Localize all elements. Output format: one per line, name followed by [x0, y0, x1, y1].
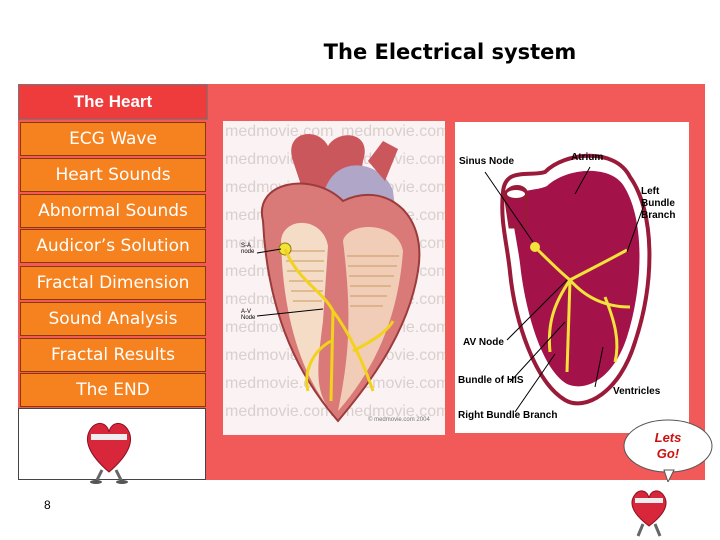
watermark: medmovie.com [225, 403, 334, 420]
heart-illustration-svg [256, 134, 421, 423]
atrium-label: Atrium [571, 152, 604, 163]
av-node-label: AV Node [463, 337, 504, 348]
image-credit: © medmovie.com 2004 [368, 417, 430, 423]
watermark: medmovie.com [341, 403, 445, 420]
heart-cross-section-image: medmovie.com medmovie.com medmovie.com m… [223, 121, 445, 435]
bubble-line-1: Lets [654, 430, 682, 445]
ventricles-label: Ventricles [613, 386, 661, 397]
sinus-node-label: Sinus Node [459, 156, 515, 167]
nav-item-the-end[interactable]: The END [20, 373, 206, 407]
heart-mascot-icon [86, 423, 132, 484]
right-bundle-branch-label: Right Bundle Branch [458, 410, 558, 421]
lets-go-text: Lets Go! [640, 430, 696, 462]
nav-item-sound-analysis[interactable]: Sound Analysis [20, 302, 206, 336]
page-number: 8 [44, 498, 51, 512]
nav-item-the-heart[interactable]: The Heart [18, 84, 208, 120]
bundle-of-his-label: Bundle of HIS [458, 375, 524, 386]
nav-item-heart-sounds[interactable]: Heart Sounds [20, 158, 206, 192]
speech-bubble [623, 419, 713, 482]
bubble-line-2: Go! [656, 446, 680, 461]
slide-title: The Electrical system [323, 40, 577, 64]
nav-item-ecg-wave[interactable]: ECG Wave [20, 122, 206, 156]
left-bundle-branch-label: Left Bundle Branch [641, 186, 676, 221]
nav-item-audicor-solution[interactable]: Audicor’s Solution [20, 229, 206, 263]
nav-item-fractal-results[interactable]: Fractal Results [20, 338, 206, 372]
conduction-diagram-image: Sinus Node Atrium Left Bundle Branch AV … [455, 122, 689, 433]
av-node-label: A-V Node [241, 309, 256, 321]
watermark: medmovie.com [341, 123, 445, 140]
heart-mascot-runner-icon[interactable] [625, 484, 673, 538]
conduction-diagram-svg [484, 153, 652, 413]
sa-node-label: S-A node [241, 243, 255, 255]
nav-item-fractal-dimension[interactable]: Fractal Dimension [20, 266, 206, 300]
nav-item-abnormal-sounds[interactable]: Abnormal Sounds [20, 194, 206, 228]
